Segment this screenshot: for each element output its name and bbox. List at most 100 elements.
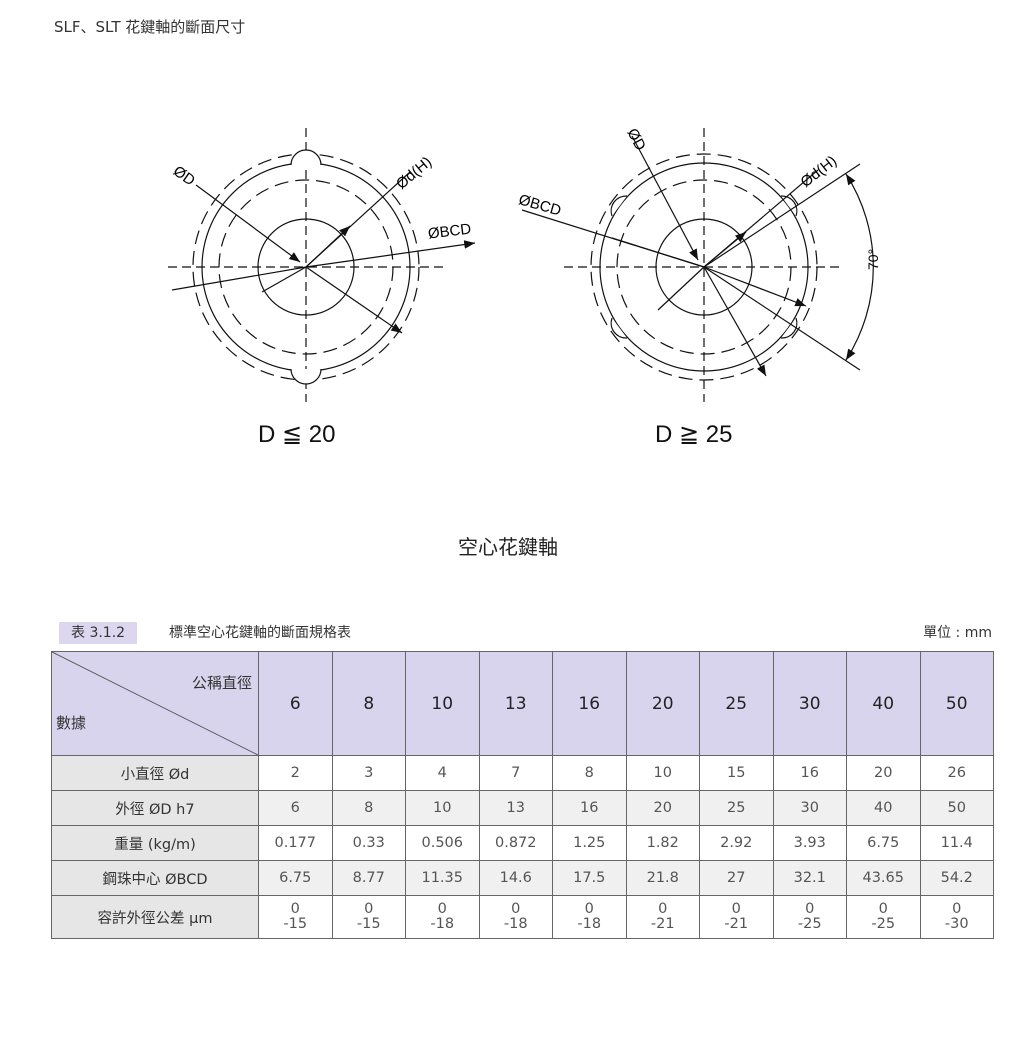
table-cell: 4 [405,755,480,791]
column-header: 6 [258,651,333,756]
tolerance-upper: 0 [511,901,521,917]
table-cell: 1.82 [625,825,700,861]
table-cell: 17.5 [552,860,627,896]
column-header: 30 [772,651,847,756]
bore-circle [257,218,355,316]
tolerance-cell: 0-25 [772,895,847,939]
label-bcd-left: ØBCD [427,220,472,242]
table-cell: 20 [846,755,921,791]
tolerance-cell: 0-21 [699,895,774,939]
column-header: 13 [478,651,553,756]
tolerance-upper: 0 [437,901,447,917]
label-id-left: Ød(H) [393,153,435,192]
tolerance-upper: 0 [584,901,594,917]
corner-top-label: 公稱直徑 [191,674,252,692]
tolerance-upper: 0 [290,901,300,917]
table-cell: 15 [699,755,774,791]
table-cell: 13 [478,790,553,826]
column-header: 20 [625,651,700,756]
row-label: 鋼珠中心 ØBCD [51,860,259,896]
groove-lower-left [610,317,628,339]
table-cell: 11.4 [919,825,994,861]
tolerance-upper: 0 [364,901,374,917]
column-header: 25 [699,651,774,756]
label-id-right: Ød(H) [798,152,841,191]
tolerance-cell: 0-30 [919,895,994,939]
table-cell: 14.6 [478,860,553,896]
table-cell: 8 [331,790,406,826]
table-cell: 0.33 [331,825,406,861]
table-cell: 3 [331,755,406,791]
section-small [168,128,476,402]
column-header: 50 [919,651,994,756]
tolerance-upper: 0 [731,901,741,917]
table-cell: 0.506 [405,825,480,861]
groove-upper-right [780,195,798,217]
tolerance-lower: -25 [797,916,822,932]
table-cell: 2 [258,755,333,791]
tolerance-lower: -18 [577,916,602,932]
bore-circle-right [655,218,753,316]
table-cell: 16 [552,790,627,826]
tolerance-cell: 0-21 [625,895,700,939]
tolerance-upper: 0 [952,901,962,917]
tolerance-lower: -21 [650,916,675,932]
tolerance-lower: -18 [503,916,528,932]
table-cell: 50 [919,790,994,826]
tolerance-cell: 0-18 [405,895,480,939]
table-number-tag: 表 3.1.2 [59,622,138,644]
table-cell: 25 [699,790,774,826]
table-cell: 27 [699,860,774,896]
corner-bottom-label: 數據 [56,714,87,732]
label-od-right: ØD [623,126,649,154]
page-heading: SLF、SLT 花鍵軸的斷面尺寸 [54,18,246,36]
tolerance-cell: 0-18 [552,895,627,939]
tolerance-upper: 0 [878,901,888,917]
table-cell: 8.77 [331,860,406,896]
unit-label: 單位 : mm [923,625,992,641]
cross-section-diagram: ØD Ød(H) ØBCD ØD Ød(H) ØBCD 70° [168,126,881,402]
table-cell: 1.25 [552,825,627,861]
table-cell: 54.2 [919,860,994,896]
section-large [521,128,874,402]
label-angle: 70° [865,249,881,270]
table-cell: 3.93 [772,825,847,861]
tolerance-lower: -18 [430,916,455,932]
tolerance-cell: 0-15 [331,895,406,939]
row-label: 小直徑 Ød [51,755,259,791]
table-cell: 43.65 [846,860,921,896]
table-cell: 0.872 [478,825,553,861]
tolerance-upper: 0 [805,901,815,917]
tolerance-cell: 0-15 [258,895,333,939]
label-od-left: ØD [170,163,198,190]
corner-cell: 公稱直徑 數據 [51,651,259,756]
table-cell: 2.92 [699,825,774,861]
table-cell: 20 [625,790,700,826]
section-title: 空心花鍵軸 [458,535,558,559]
tolerance-lower: -15 [356,916,381,932]
bcd-outer-circle-right [590,153,818,381]
tolerance-cell: 0-25 [846,895,921,939]
table-cell: 6 [258,790,333,826]
tolerance-lower: -30 [944,916,969,932]
case-label-small: D ≦ 20 [258,421,336,448]
tolerance-lower: -21 [724,916,749,932]
row-label: 外徑 ØD h7 [51,790,259,826]
bcd-inner-circle-right [616,179,792,355]
tolerance-lower: -15 [283,916,308,932]
case-label-large: D ≧ 25 [655,421,733,448]
groove-lower-right [780,317,798,339]
groove-bottom [290,368,322,385]
table-cell: 8 [552,755,627,791]
table-cell: 10 [405,790,480,826]
table-cell: 26 [919,755,994,791]
tolerance-upper: 0 [658,901,668,917]
table-cell: 16 [772,755,847,791]
table-cell: 0.177 [258,825,333,861]
